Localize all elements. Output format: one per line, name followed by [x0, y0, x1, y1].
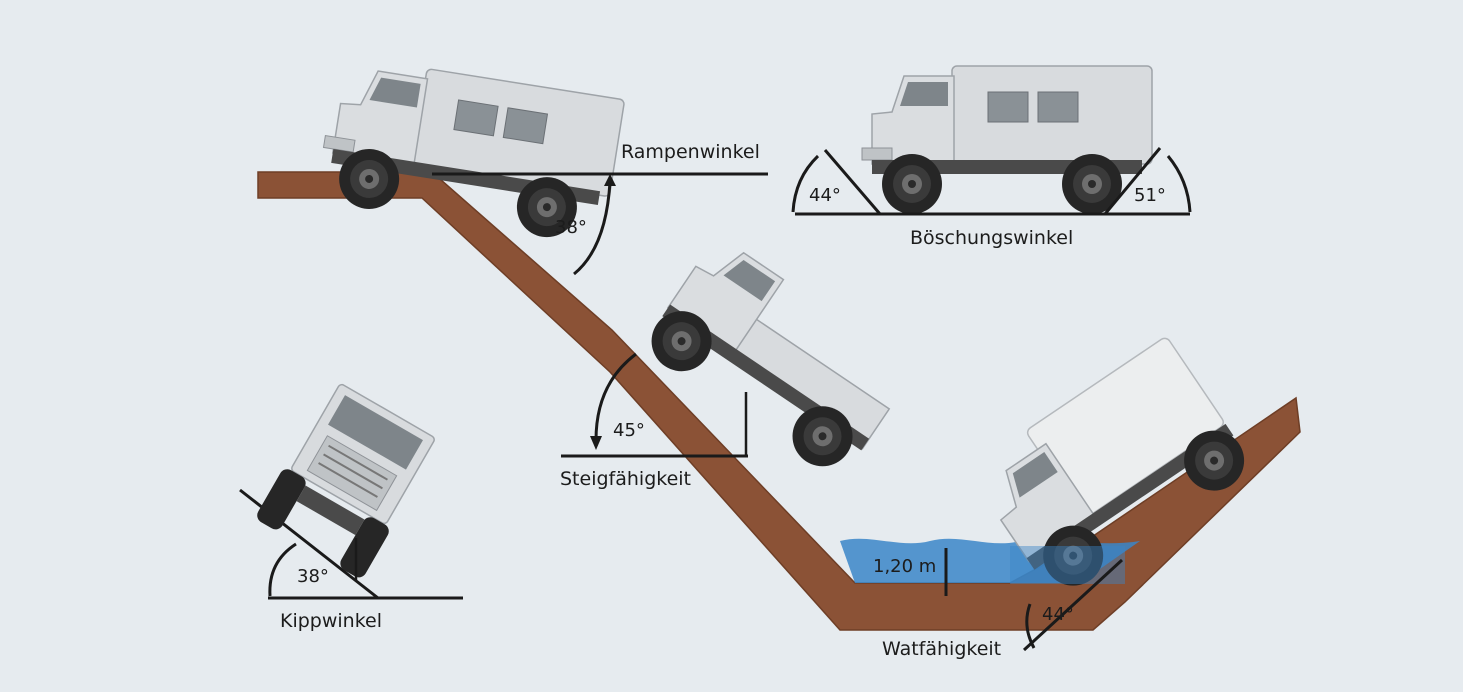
boeschungswinkel-truck-icon — [862, 66, 1152, 214]
boeschungswinkel-label: Böschungswinkel — [910, 227, 1074, 249]
steigfaehigkeit-label: Steigfähigkeit — [560, 468, 691, 490]
boeschungswinkel-rear-arc — [1166, 155, 1192, 213]
watfaehigkeit-angle-value: 44° — [1042, 604, 1074, 625]
steigfaehigkeit-arc — [594, 352, 637, 441]
rampenwinkel-label: Rampenwinkel — [621, 141, 760, 163]
rampenwinkel-arrowhead — [604, 174, 616, 186]
steigfaehigkeit-truck-icon — [639, 251, 891, 478]
steigfaehigkeit-value: 45° — [613, 420, 645, 441]
water-overlay — [1010, 546, 1125, 584]
boeschungswinkel-front-arc — [791, 154, 820, 213]
kippwinkel-arc — [268, 542, 297, 597]
watfaehigkeit-label: Watfähigkeit — [882, 638, 1002, 660]
watfaehigkeit-arc — [1025, 603, 1036, 649]
terrain-ground — [257, 171, 1301, 631]
boeschungswinkel-rear-value: 51° — [1134, 185, 1166, 206]
boeschungswinkel-rear-line — [1103, 147, 1162, 215]
rampenwinkel-arc — [573, 181, 612, 276]
kippwinkel-label: Kippwinkel — [280, 610, 383, 632]
boeschungswinkel-front-value: 44° — [809, 185, 841, 206]
watfaehigkeit-angle-line — [1022, 558, 1124, 652]
boeschungswinkel-front-line — [823, 149, 882, 215]
steigfaehigkeit-arrowhead — [590, 436, 602, 450]
kippwinkel-value: 38° — [297, 566, 329, 587]
kippwinkel-truck-icon — [257, 383, 435, 578]
watfaehigkeit-truck-icon — [999, 337, 1256, 598]
rampenwinkel-value: 38° — [555, 217, 587, 238]
watfaehigkeit-depth-value: 1,20 m — [873, 556, 937, 577]
